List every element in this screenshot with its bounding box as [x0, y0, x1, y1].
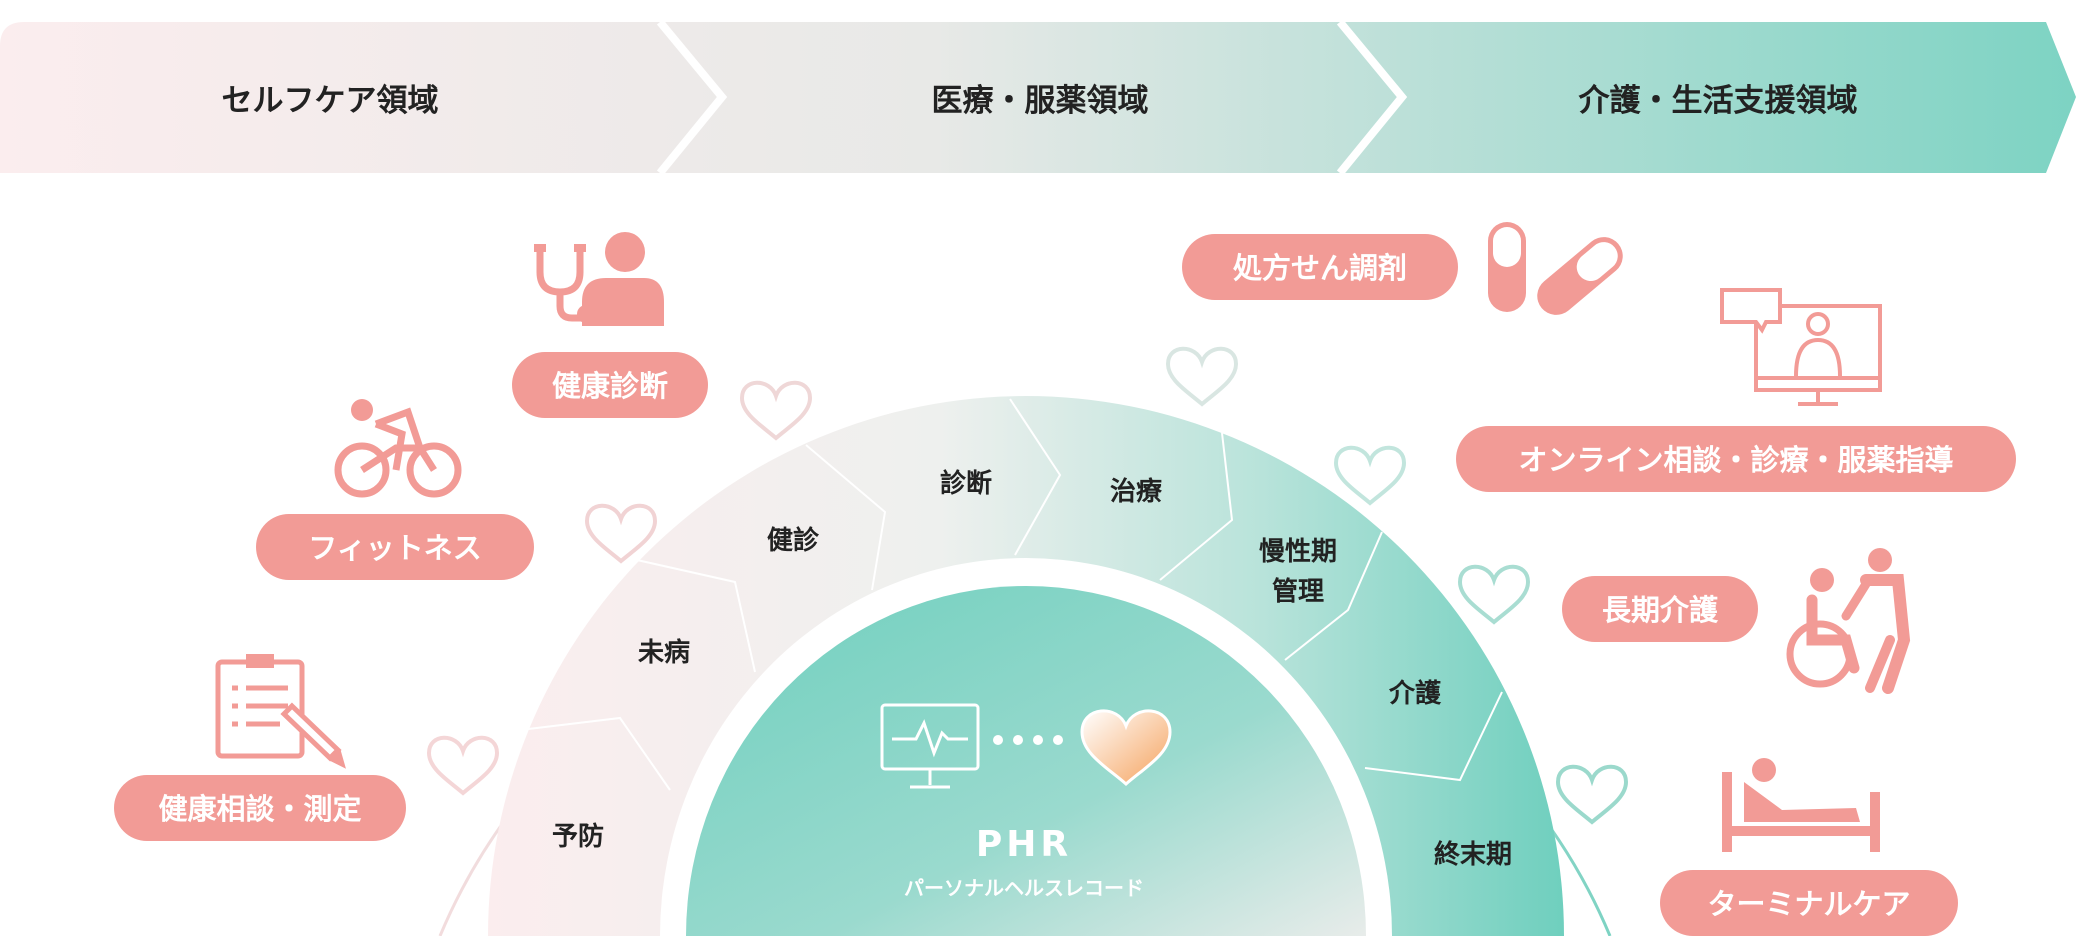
heart-icon: [1333, 445, 1407, 506]
patient-bed-icon: [1722, 758, 1880, 852]
arc-hearts: [426, 346, 1629, 825]
item-health-consultation: 健康相談・測定: [114, 775, 406, 841]
cyclist-icon: [334, 399, 462, 498]
header-band: セルフケア領域 医療・服薬領域 介護・生活支援領域: [0, 19, 2076, 176]
pill-fitness: フィットネス: [308, 531, 481, 565]
item-health-checkup: 健康診断: [512, 352, 708, 418]
pill-health-checkup: 健康診断: [552, 369, 668, 403]
capsule-pills-icon: [1488, 222, 1623, 315]
doctor-stethoscope-icon: [534, 232, 664, 326]
heart-icon: [426, 735, 500, 796]
arc-dividers: [519, 398, 1503, 791]
right-items: 処方せん調剤 オンライン相談・診療・服薬指導 長期介護 ターミナルケア: [1182, 234, 2016, 936]
item-fitness: フィットネス: [256, 514, 534, 580]
connector-dots: [993, 735, 1063, 745]
segment-prevention: 予防: [552, 822, 604, 852]
heart-icon: [1555, 764, 1629, 825]
wheelchair-caregiver-icon: [1786, 548, 1911, 694]
segment-chronic-line1: 慢性期: [1259, 537, 1337, 567]
pill-prescription: 処方せん調剤: [1233, 251, 1407, 285]
pill-health-consultation: 健康相談・測定: [158, 792, 361, 826]
pill-long-term-care: 長期介護: [1602, 593, 1719, 627]
segment-mibyou: 未病: [638, 638, 690, 668]
segment-treatment: 治療: [1110, 477, 1163, 507]
segment-checkup: 健診: [767, 525, 820, 556]
item-terminal-care: ターミナルケア: [1660, 870, 1958, 936]
clipboard-pencil-icon: [215, 654, 346, 769]
heart-icon: [584, 503, 658, 564]
segment-end-of-life: 終末期: [1434, 839, 1512, 870]
pill-online-consultation: オンライン相談・診療・服薬指導: [1518, 443, 1953, 477]
center-circle: [686, 586, 1366, 936]
phr-subtitle: パーソナルヘルスレコード: [904, 876, 1144, 900]
phr-title: PHR: [976, 824, 1072, 865]
item-prescription: 処方せん調剤: [1182, 234, 1458, 300]
header-divider-2: [1336, 19, 1408, 176]
header-divider-1: [656, 19, 728, 176]
header-band-background: [0, 22, 2076, 173]
heart-icon: [739, 380, 813, 441]
pill-terminal-care: ターミナルケア: [1707, 887, 1910, 921]
segment-nursing-care: 介護: [1388, 678, 1442, 709]
arc-segment-labels: 予防 未病 健診 診断 治療 慢性期 管理 介護 終末期: [552, 468, 1512, 870]
left-items: 健康診断 フィットネス 健康相談・測定: [114, 352, 708, 841]
item-long-term-care: 長期介護: [1562, 576, 1758, 642]
online-doctor-monitor-icon: [1720, 288, 1882, 406]
segment-chronic-line2: 管理: [1272, 577, 1324, 607]
header-band-selfcare: セルフケア領域: [222, 83, 439, 119]
segment-diagnosis: 診断: [940, 468, 992, 499]
heart-icon: [1080, 709, 1172, 787]
heart-icon: [1457, 564, 1531, 625]
item-online-consultation: オンライン相談・診療・服薬指導: [1456, 426, 2016, 492]
header-band-care: 介護・生活支援領域: [1578, 83, 1858, 119]
monitor-heartbeat-icon: [880, 703, 980, 789]
header-band-medical: 医療・服薬領域: [932, 83, 1149, 119]
heart-icon: [1165, 346, 1239, 407]
